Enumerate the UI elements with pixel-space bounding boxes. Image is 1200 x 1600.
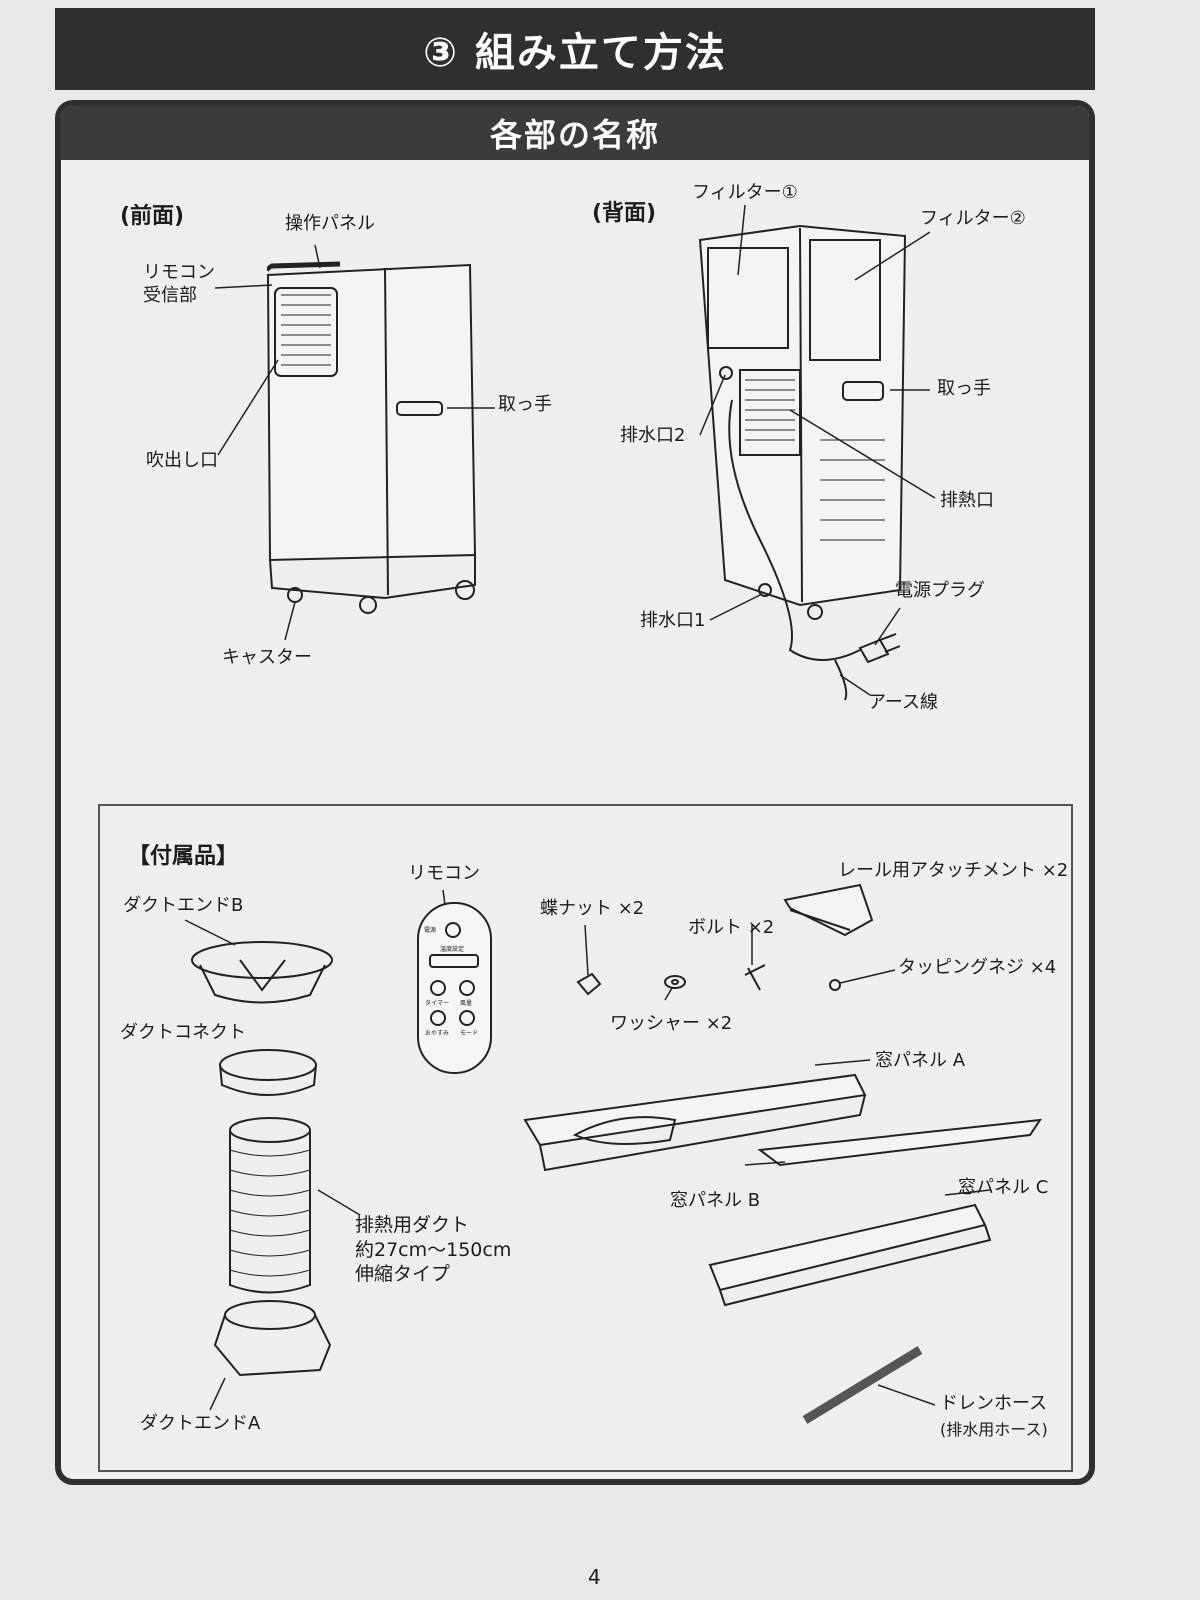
- back-unit-illustration: [698, 224, 907, 701]
- drain-hose-illustration: [802, 1346, 936, 1424]
- label-back-handle: 取っ手: [937, 378, 991, 399]
- bolt-illustration: [744, 925, 766, 991]
- back-heading: (背面): [592, 201, 657, 226]
- remote-illustration: [417, 889, 492, 1074]
- remote-mode-text: モード: [460, 1030, 479, 1037]
- window-panel-a-illustration: [523, 1059, 871, 1172]
- front-heading: (前面): [120, 204, 185, 229]
- label-remote: リモコン: [408, 863, 480, 884]
- chapter-title: ③ 組み立て方法: [55, 8, 1095, 90]
- label-drain2: 排水口2: [620, 425, 686, 446]
- section-title: 各部の名称: [61, 106, 1089, 160]
- label-drain1: 排水口1: [640, 610, 706, 631]
- accessories-heading: 【付属品】: [128, 844, 239, 869]
- front-unit-illustration: [266, 261, 477, 614]
- label-tapping-screw: タッピングネジ ×4: [898, 957, 1057, 978]
- label-drain-hose: ドレンホース: [940, 1393, 1048, 1414]
- label-air-outlet: 吹出し口: [146, 450, 218, 471]
- label-rail-attachment: レール用アタッチメント ×2: [838, 860, 1069, 881]
- label-exhaust-duct: 排熱用ダクト 約27cm〜150cm 伸縮タイプ: [355, 1214, 512, 1286]
- tapping-screw-illustration: [829, 969, 896, 991]
- accessories-box: [98, 804, 1073, 1472]
- label-power-plug: 電源プラグ: [895, 580, 985, 601]
- label-duct-end-a: ダクトエンドA: [140, 1413, 261, 1434]
- label-remote-receiver: リモコン 受信部: [143, 262, 215, 306]
- label-window-panel-a: 窓パネル A: [875, 1050, 966, 1071]
- label-filter2: フィルター②: [920, 208, 1026, 229]
- remote-timer-text: タイマー: [425, 1000, 450, 1007]
- label-earth-wire: アース線: [868, 692, 939, 713]
- remote-wind-text: 風量: [460, 1000, 473, 1007]
- window-panel-b-illustration: [744, 1118, 1043, 1167]
- label-window-panel-b: 窓パネル B: [670, 1190, 761, 1211]
- wing-nut-illustration: [576, 924, 602, 996]
- rail-attachment-illustration: [783, 883, 874, 937]
- label-filter1: フィルター①: [692, 182, 798, 203]
- page-number: 4: [588, 1565, 601, 1589]
- label-duct-end-b: ダクトエンドB: [123, 895, 244, 916]
- label-wing-nut: 蝶ナット ×2: [540, 898, 645, 919]
- label-window-panel-c: 窓パネル C: [958, 1177, 1049, 1198]
- label-bolt: ボルト ×2: [688, 917, 775, 938]
- remote-power-text: 電源: [424, 927, 437, 934]
- washer-illustration: [664, 975, 686, 1001]
- window-panel-c-illustration: [708, 1189, 992, 1307]
- label-control-panel: 操作パネル: [285, 213, 375, 234]
- parts-panel: 各部の名称: [55, 100, 1095, 1485]
- label-drain-hose-sub: (排水用ホース): [940, 1420, 1048, 1439]
- duct-end-a-illustration: [209, 1300, 332, 1411]
- label-caster: キャスター: [222, 647, 312, 668]
- label-duct-connect: ダクトコネクト: [120, 1022, 246, 1043]
- leader-lines: [214, 204, 936, 696]
- exhaust-duct-illustration: [229, 1117, 361, 1294]
- remote-temp-text: 温度設定: [440, 946, 465, 953]
- duct-connect-illustration: [219, 1049, 317, 1096]
- label-exhaust: 排熱口: [940, 490, 994, 511]
- label-washer: ワッシャー ×2: [610, 1013, 733, 1034]
- remote-sleep-text: おやすみ: [425, 1030, 450, 1037]
- duct-end-b-illustration: [184, 919, 333, 1004]
- label-front-handle: 取っ手: [498, 394, 552, 415]
